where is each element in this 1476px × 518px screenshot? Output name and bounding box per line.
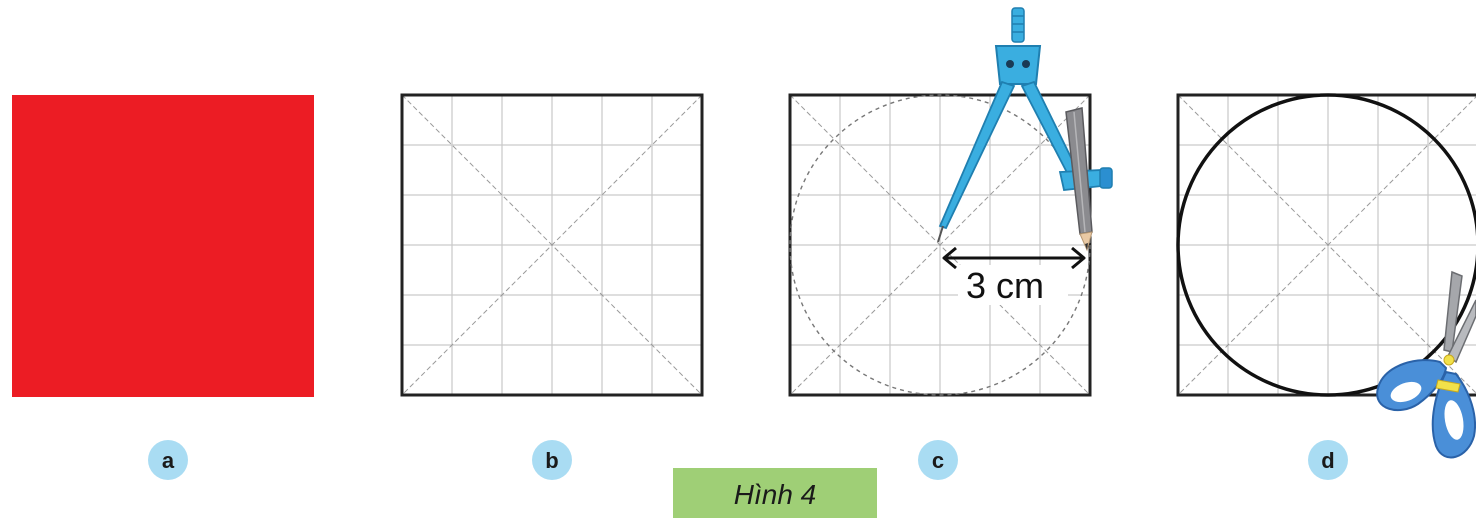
svg-text:a: a: [162, 448, 175, 473]
figure-caption: Hình 4: [673, 468, 877, 518]
measure-label: 3 cm: [966, 265, 1044, 306]
svg-text:b: b: [545, 448, 558, 473]
label-c: c: [918, 440, 958, 480]
label-b: b: [532, 440, 572, 480]
label-d: d: [1308, 440, 1348, 480]
dashed-circle-guide: [789, 94, 1091, 396]
square-frame: [400, 93, 704, 397]
pencil-icon: [1065, 107, 1093, 252]
panel-a: [12, 95, 314, 397]
panel-c: [788, 93, 1092, 397]
compass-icon: [937, 7, 1113, 243]
red-square: [12, 95, 314, 397]
diagonal-line: [789, 94, 1091, 396]
scissors-icon: [1376, 270, 1476, 459]
radius-measurement: 3 cm: [942, 246, 1086, 306]
svg-text:d: d: [1321, 448, 1334, 473]
cut-circle: [1176, 93, 1476, 397]
panel-b: [400, 93, 704, 397]
label-a: a: [148, 440, 188, 480]
diagonal-line: [1177, 96, 1476, 396]
svg-text:Hình 4: Hình 4: [734, 479, 817, 510]
svg-text:c: c: [932, 448, 944, 473]
diagonal-line: [401, 94, 703, 396]
